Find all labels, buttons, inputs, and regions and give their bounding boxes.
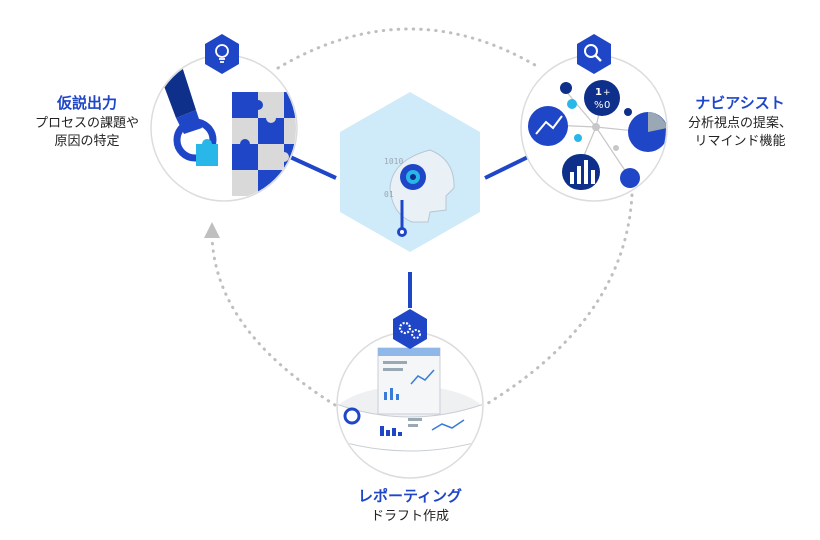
navi-node: 1 + % 0 xyxy=(520,34,668,202)
hypothesis-line-2: 原因の特定 xyxy=(54,133,120,149)
report-node xyxy=(336,309,484,479)
svg-text:1: 1 xyxy=(595,87,602,98)
svg-text:01: 01 xyxy=(384,190,394,199)
hypothesis-label: 仮説出力 プロセスの課題や 原因の特定 xyxy=(12,93,162,150)
lightbulb-icon xyxy=(205,34,239,74)
hypothesis-node xyxy=(150,34,298,202)
svg-text:0: 0 xyxy=(604,100,610,111)
magnifier-icon xyxy=(577,34,611,74)
navi-line-1: 分析視点の提案、 xyxy=(687,116,792,132)
ai-head-icon: 1010 01 xyxy=(384,149,455,237)
report-line-1: ドラフト作成 xyxy=(370,509,449,525)
report-title: レポーティング xyxy=(357,487,463,505)
cycle-dotted-path xyxy=(210,27,634,407)
network-illustration: 1 + % 0 xyxy=(528,80,666,190)
navi-line-2: リマインド機能 xyxy=(694,133,786,149)
report-label: レポーティング ドラフト作成 xyxy=(300,486,520,526)
svg-text:1010: 1010 xyxy=(384,157,403,166)
gears-icon xyxy=(393,309,427,349)
hypothesis-title: 仮説出力 xyxy=(56,94,117,112)
hypothesis-line-1: プロセスの課題や xyxy=(34,116,139,132)
cycle-arrowhead xyxy=(204,222,220,238)
ai-hub: 1010 01 xyxy=(340,92,480,252)
hub-connectors xyxy=(287,154,531,308)
report-illustration xyxy=(338,347,482,452)
navi-label: ナビアシスト 分析視点の提案、 リマインド機能 xyxy=(670,93,810,150)
navi-title: ナビアシスト xyxy=(695,94,785,112)
svg-text:+: + xyxy=(603,88,611,98)
svg-text:%: % xyxy=(594,100,604,111)
